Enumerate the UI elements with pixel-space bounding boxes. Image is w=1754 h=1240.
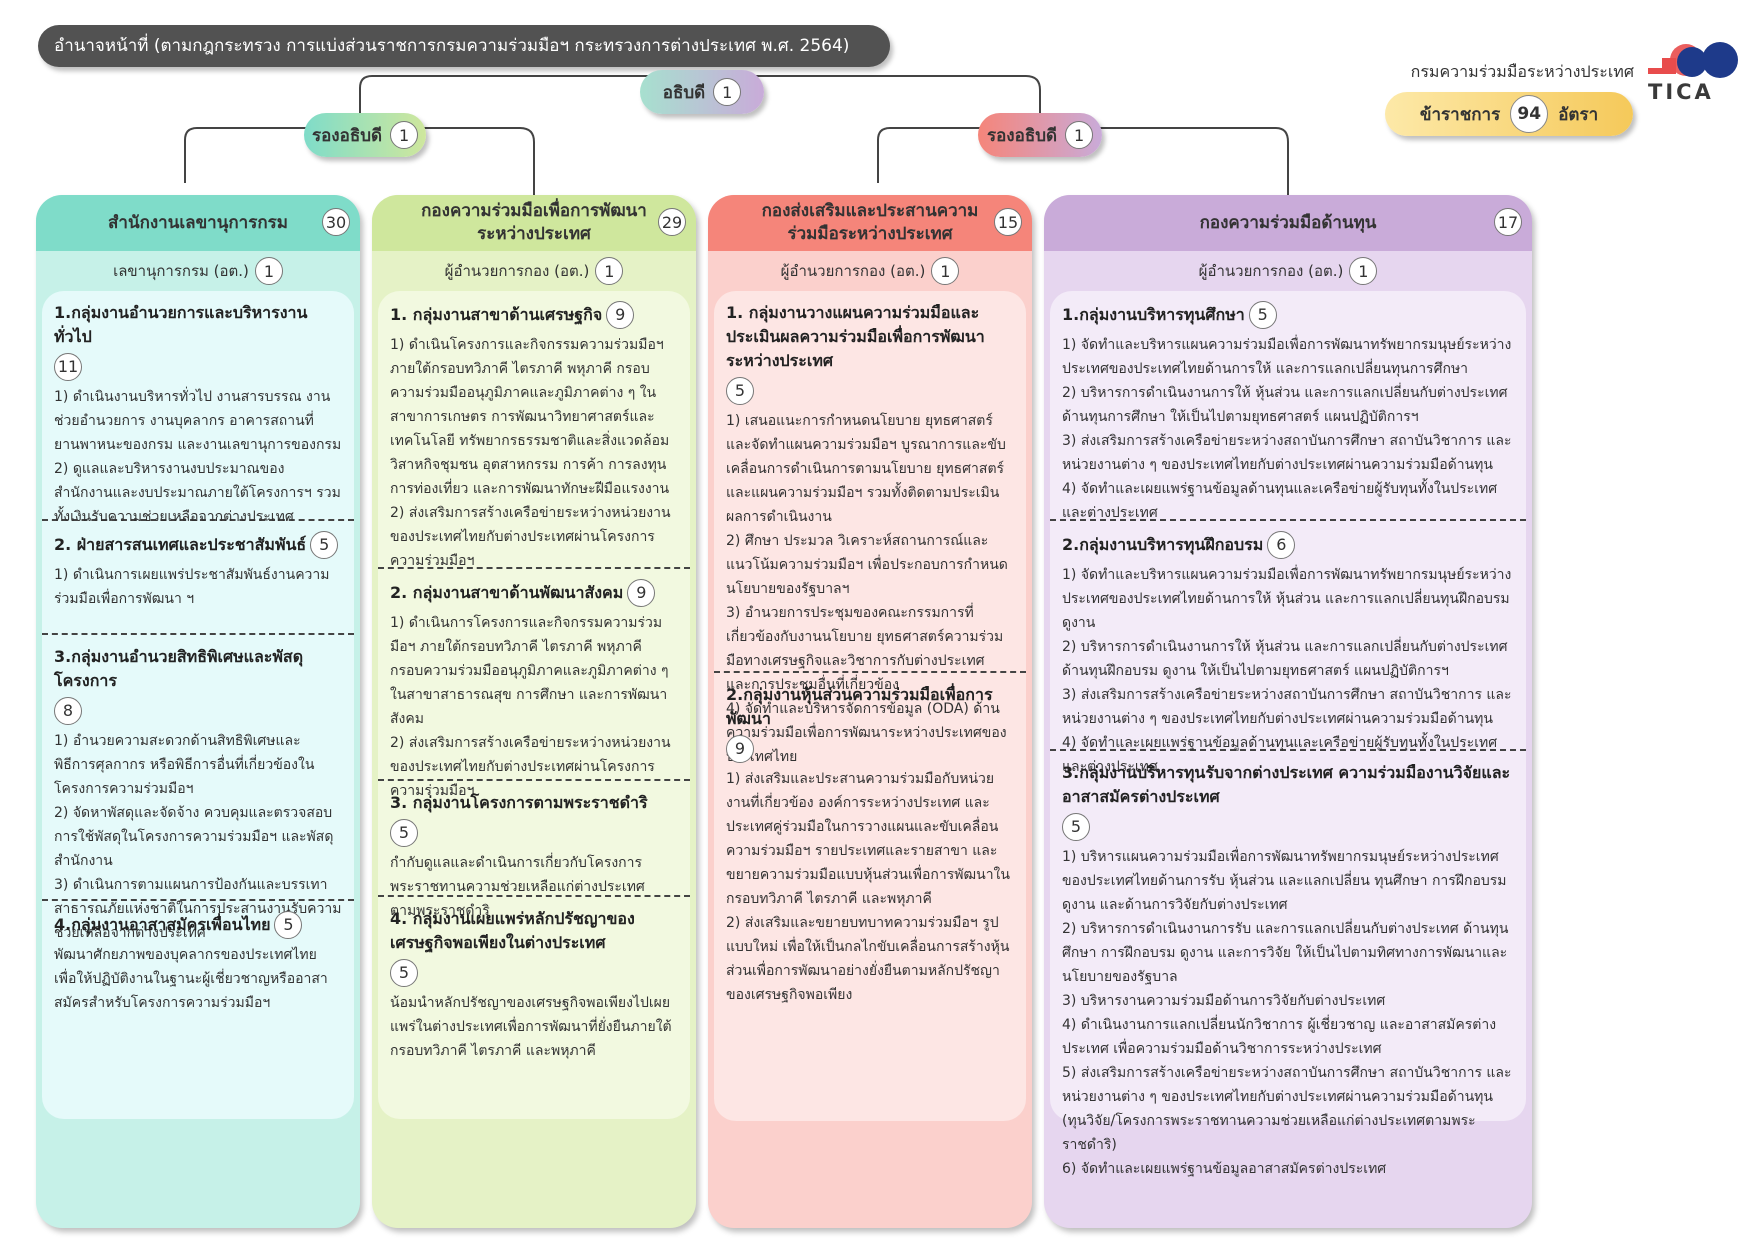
column-header: กองความร่วมมือด้านทุน 17 <box>1044 195 1532 251</box>
deputy-left-count: 1 <box>390 121 419 149</box>
unit-count: 6 <box>1267 531 1296 559</box>
deputy-right-count: 1 <box>1065 121 1094 149</box>
page-title: อำนาจหน้าที่ (ตามกฎกระทรวง การแบ่งส่วนรา… <box>38 25 890 67</box>
column-director: ผู้อำนวยการกอง (อต.) 1 <box>1044 251 1532 291</box>
unit-count: 5 <box>1248 301 1277 329</box>
unit-description: 1) อำนวยความสะดวกด้านสิทธิพิเศษและพิธีกา… <box>54 733 342 941</box>
deputy-right-node: รองอธิบดี 1 <box>978 113 1102 157</box>
column-count: 29 <box>658 208 686 236</box>
director-general-node: อธิบดี 1 <box>640 70 764 114</box>
column-title: กองความร่วมมือเพื่อการพัฒนาระหว่างประเทศ <box>421 201 647 244</box>
unit-title: 1.กลุ่มงานอำนวยการและบริหารงานทั่วไป <box>54 303 308 346</box>
unit-title: 2.กลุ่มงานบริหารทุนฝึกอบรม <box>1062 535 1264 554</box>
unit-title: 3.กลุ่มงานบริหารทุนรับจากต่างประเทศ ความ… <box>1062 763 1511 806</box>
director-title: ผู้อำนวยการกอง (อต.) <box>1198 262 1344 280</box>
director-title: ผู้อำนวยการกอง (อต.) <box>780 262 926 280</box>
org-name: กรมความร่วมมือระหว่างประเทศ <box>1410 62 1634 81</box>
unit-title: 1. กลุ่มงานวางแผนความร่วมมือและประเมินผล… <box>726 303 985 370</box>
unit-description: 1) ดำเนินโครงการและกิจกรรมความร่วมมือฯ ภ… <box>390 337 671 569</box>
unit-box: 3.กลุ่มงานบริหารทุนรับจากต่างประเทศ ความ… <box>1050 749 1526 1177</box>
column-director: ผู้อำนวยการกอง (อต.) 1 <box>708 251 1032 291</box>
column-count: 17 <box>1494 208 1522 236</box>
staff-label: ข้าราชการ <box>1419 104 1501 125</box>
tica-logo-icon <box>1648 42 1738 78</box>
unit-count: 5 <box>1062 813 1090 841</box>
logo-text: TICA <box>1648 80 1714 104</box>
unit-count: 8 <box>54 697 82 725</box>
unit-description: 1) จัดทำและบริหารแผนความร่วมมือเพื่อการพ… <box>1062 567 1512 775</box>
unit-box: 2.กลุ่มงานหุ้นส่วนความร่วมมือเพื่อการพัฒ… <box>714 671 1026 1121</box>
unit-description: 1) จัดทำและบริหารแผนความร่วมมือเพื่อการพ… <box>1062 337 1512 521</box>
director-general-count: 1 <box>713 78 742 106</box>
unit-description: 1) ดำเนินงานบริหารทั่วไป งานสารบรรณ งานช… <box>54 389 342 525</box>
director-title: เลขานุการกรม (อต.) <box>113 262 249 280</box>
unit-box: 2. ฝ่ายสารสนเทศและประชาสัมพันธ์5 1) ดำเน… <box>42 519 354 633</box>
director-general-label: อธิบดี <box>662 82 706 103</box>
unit-title: 4.กลุ่มงานอาสาสมัครเพื่อนไทย <box>54 915 271 934</box>
unit-count: 9 <box>726 735 754 763</box>
column-promotion-coordination: กองส่งเสริมและประสานความร่วมมือระหว่างปร… <box>708 195 1032 1228</box>
unit-title: 2. ฝ่ายสารสนเทศและประชาสัมพันธ์ <box>54 535 307 554</box>
director-title: ผู้อำนวยการกอง (อต.) <box>444 262 590 280</box>
column-scholarship-cooperation: กองความร่วมมือด้านทุน 17 ผู้อำนวยการกอง … <box>1044 195 1532 1228</box>
unit-description: 1) ดำเนินการเผยแพร่ประชาสัมพันธ์งานความร… <box>54 567 330 607</box>
unit-box: 1. กลุ่มงานวางแผนความร่วมมือและประเมินผล… <box>714 291 1026 765</box>
staff-count-badge: ข้าราชการ 94 อัตรา <box>1385 92 1633 136</box>
column-development-cooperation: กองความร่วมมือเพื่อการพัฒนาระหว่างประเทศ… <box>372 195 696 1228</box>
unit-title: 3.กลุ่มงานอำนวยสิทธิพิเศษและพัสดุโครงการ <box>54 647 304 690</box>
director-count: 1 <box>931 257 960 285</box>
column-title: สำนักงานเลขานุการกรม <box>108 212 288 233</box>
unit-count: 5 <box>310 531 339 559</box>
unit-description: พัฒนาศักยภาพของบุคลากรของประเทศไทย เพื่อ… <box>54 947 328 1011</box>
unit-title: 1.กลุ่มงานบริหารทุนศึกษา <box>1062 305 1245 324</box>
unit-box: 3.กลุ่มงานอำนวยสิทธิพิเศษและพัสดุโครงการ… <box>42 633 354 941</box>
unit-count: 5 <box>390 959 418 987</box>
unit-count: 5 <box>274 911 303 939</box>
unit-count: 5 <box>726 377 754 405</box>
column-secretariat: สำนักงานเลขานุการกรม 30 เลขานุการกรม (อต… <box>36 195 360 1228</box>
unit-title: 2.กลุ่มงานหุ้นส่วนความร่วมมือเพื่อการพัฒ… <box>726 685 993 728</box>
unit-description: 1) ส่งเสริมและประสานความร่วมมือกับหน่วยง… <box>726 771 1010 1003</box>
unit-box: 3. กลุ่มงานโครงการตามพระราชดำริ 5 กำกับดู… <box>378 779 690 919</box>
unit-count: 9 <box>606 301 635 329</box>
deputy-left-label: รองอธิบดี <box>311 125 383 146</box>
unit-description: 1) บริหารแผนความร่วมมือเพื่อการพัฒนาทรัพ… <box>1062 849 1512 1177</box>
column-count: 15 <box>994 208 1022 236</box>
staff-unit: อัตรา <box>1558 104 1599 125</box>
deputy-right-label: รองอธิบดี <box>986 125 1058 146</box>
column-director: ผู้อำนวยการกอง (อต.) 1 <box>372 251 696 291</box>
column-title: กองความร่วมมือด้านทุน <box>1199 212 1377 233</box>
column-director: เลขานุการกรม (อต.) 1 <box>36 251 360 291</box>
unit-count: 9 <box>627 579 656 607</box>
unit-description: น้อมนำหลักปรัชญาของเศรษฐกิจพอเพียงไปเผยแ… <box>390 995 672 1059</box>
unit-description: 1) เสนอแนะการกำหนดนโยบาย ยุทธศาสตร์ และจ… <box>726 413 1008 765</box>
director-count: 1 <box>254 257 283 285</box>
unit-count: 5 <box>390 819 418 847</box>
director-count: 1 <box>1349 257 1378 285</box>
unit-title: 2. กลุ่มงานสาขาด้านพัฒนาสังคม <box>390 583 624 602</box>
unit-description: กำกับดูแลและดำเนินการเกี่ยวกับโครงการพระ… <box>390 855 645 919</box>
staff-number: 94 <box>1510 95 1549 133</box>
unit-description: 1) ดำเนินการโครงการและกิจกรรมความร่วมมือ… <box>390 615 671 799</box>
deputy-left-node: รองอธิบดี 1 <box>304 113 426 157</box>
unit-title: 3. กลุ่มงานโครงการตามพระราชดำริ <box>390 793 648 812</box>
unit-title: 1. กลุ่มงานสาขาด้านเศรษฐกิจ <box>390 305 603 324</box>
unit-box: 4. กลุ่มงานเผยแพร่หลักปรัชญาของเศรษฐกิจพ… <box>378 895 690 1119</box>
unit-title: 4. กลุ่มงานเผยแพร่หลักปรัชญาของเศรษฐกิจพ… <box>390 909 635 952</box>
column-title: กองส่งเสริมและประสานความร่วมมือระหว่างปร… <box>761 201 979 244</box>
unit-box: 1.กลุ่มงานอำนวยการและบริหารงานทั่วไป 11 1… <box>42 291 354 525</box>
column-header: สำนักงานเลขานุการกรม 30 <box>36 195 360 251</box>
column-count: 30 <box>322 208 350 236</box>
column-header: กองความร่วมมือเพื่อการพัฒนาระหว่างประเทศ… <box>372 195 696 251</box>
unit-count: 11 <box>54 353 82 381</box>
director-count: 1 <box>595 257 624 285</box>
column-header: กองส่งเสริมและประสานความร่วมมือระหว่างปร… <box>708 195 1032 251</box>
